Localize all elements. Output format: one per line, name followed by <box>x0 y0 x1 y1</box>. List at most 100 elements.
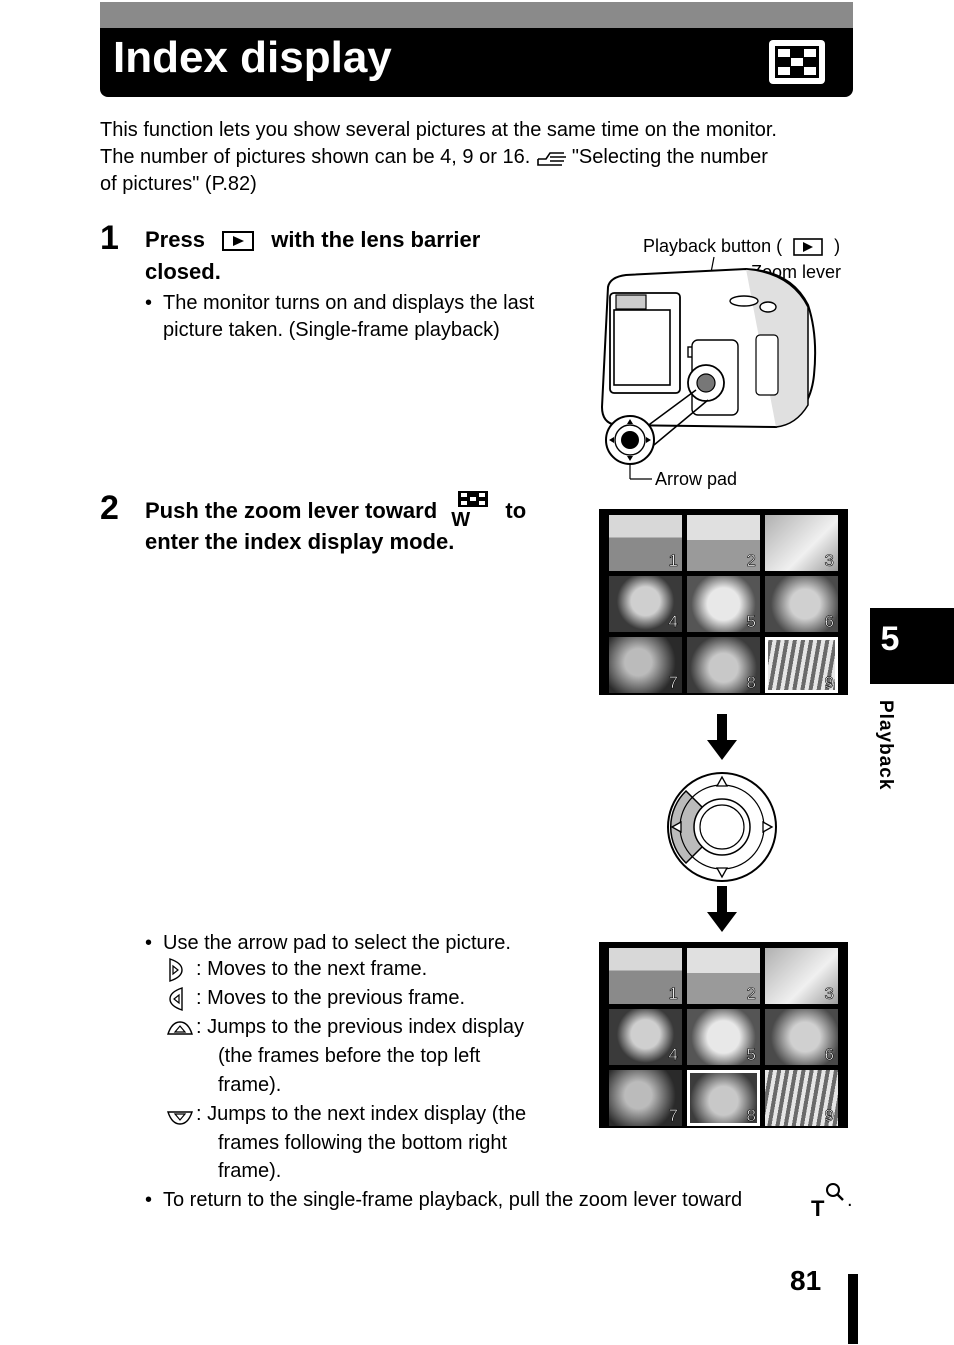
thumbnail-number: 1 <box>668 551 678 571</box>
arrow-pad-label: Arrow pad <box>655 469 738 489</box>
down-arrow-icon-2 <box>707 886 737 932</box>
page-number: 81 <box>790 1265 822 1296</box>
up-arrow-key-icon <box>167 1021 193 1035</box>
chapter-number: 5 <box>880 620 900 658</box>
down-arrow-icon <box>707 714 737 760</box>
step-2-instruction: Push the zoom lever toward W to <box>145 491 527 531</box>
magnifier-icon <box>826 1183 844 1201</box>
intro-line-1: This function lets you show several pict… <box>100 119 777 141</box>
thumbnail-number: 2 <box>746 984 756 1004</box>
w-label: W <box>451 509 471 531</box>
t-label: T <box>811 1196 825 1221</box>
intro-line-3: of pictures" (P.82) <box>100 173 257 195</box>
down-key-desc-3: frame). <box>218 1160 282 1182</box>
thumbnail-number: 9 <box>824 1106 834 1126</box>
down-key-desc-2: frames following the bottom right <box>218 1132 508 1154</box>
index-thumbnail: 5 <box>687 576 760 632</box>
playback-icon <box>222 231 255 252</box>
thumbnail-number: 3 <box>824 551 834 571</box>
thumbnail-number: 4 <box>668 1045 678 1065</box>
chapter-label: Playback <box>875 700 896 791</box>
zoom-t-symbol: T <box>811 1182 847 1222</box>
intro-line-2b: "Selecting the number <box>571 146 768 168</box>
index-thumbnail: 7 <box>609 637 682 693</box>
step-2-text-b: to <box>505 498 527 523</box>
index-thumbnail: 5 <box>687 1009 760 1065</box>
thumbnail-number: 8 <box>746 673 756 693</box>
reference-hand-icon <box>537 152 566 166</box>
step-1-text-a: Press <box>145 227 205 252</box>
playback-small-icon <box>793 238 823 257</box>
chapter-tab <box>870 608 954 684</box>
index-thumbnail: 9 <box>765 637 838 693</box>
index-thumbnail: 2 <box>687 948 760 1004</box>
index-thumbnail: 3 <box>765 515 838 571</box>
down-key-desc: : Jumps to the next index display (the <box>196 1103 527 1125</box>
step-1-bullet-marker: • <box>145 292 153 314</box>
index-thumbnail: 1 <box>609 515 682 571</box>
up-key-desc-2: (the frames before the top left <box>218 1045 481 1067</box>
thumbnail-number: 8 <box>746 1106 756 1126</box>
index-thumbnail: 1 <box>609 948 682 1004</box>
step-2-number: 2 <box>100 489 119 527</box>
thumbnail-number: 6 <box>824 1045 834 1065</box>
zoom-w-symbol: W <box>451 491 491 531</box>
index-thumbnail: 8 <box>687 1070 760 1126</box>
left-key-desc: : Moves to the previous frame. <box>196 987 466 1009</box>
index-thumbnail: 4 <box>609 576 682 632</box>
index-display-icon <box>769 40 825 84</box>
thumbnail-number: 2 <box>746 551 756 571</box>
bullet-marker-1: • <box>145 932 153 954</box>
step-1-bullet-cont: picture taken. (Single-frame playback) <box>163 319 500 341</box>
return-instruction: To return to the single-frame playback, … <box>163 1189 743 1211</box>
intro-line-2: The number of pictures shown can be 4, 9… <box>100 144 860 171</box>
thumbnail-number: 7 <box>668 673 678 693</box>
arrow-pad-diagram <box>667 772 777 882</box>
thumbnail-number: 5 <box>746 612 756 632</box>
bullet-marker-2: • <box>145 1189 153 1211</box>
step-1-bullet: The monitor turns on and displays the la… <box>163 292 535 314</box>
return-period: . <box>847 1189 853 1211</box>
step-2-text-c: enter the index display mode. <box>145 529 455 554</box>
intro-paragraph: This function lets you show several pict… <box>100 117 860 198</box>
right-key-desc: : Moves to the next frame. <box>196 958 428 980</box>
playback-button-callout: Playback button ( ) <box>643 235 840 257</box>
thumbnail-number: 5 <box>746 1045 756 1065</box>
up-key-desc: : Jumps to the previous index display <box>196 1016 524 1038</box>
step-1-instruction: Press with the lens barrier <box>145 224 480 256</box>
playback-button-label-end: ) <box>834 236 841 256</box>
thumbnail-number: 6 <box>824 612 834 632</box>
thumbnail-number: 7 <box>668 1106 678 1126</box>
step-1-text-c: closed. <box>145 259 221 284</box>
playback-button-label: Playback button ( <box>643 236 783 256</box>
index-thumbnail: 4 <box>609 1009 682 1065</box>
thumbnail-number: 3 <box>824 984 834 1004</box>
arrow-pad-intro: Use the arrow pad to select the picture. <box>163 932 511 954</box>
header-bar <box>100 28 853 97</box>
header-strip <box>100 2 853 32</box>
intro-line-2a: The number of pictures shown can be 4, 9… <box>100 146 531 168</box>
index-thumbnail: 3 <box>765 948 838 1004</box>
step-2-text-a: Push the zoom lever toward <box>145 498 438 523</box>
index-thumbnail: 6 <box>765 1009 838 1065</box>
index-grid-after: 1 2 3 4 5 6 7 8 9 <box>599 942 848 1128</box>
index-thumbnail: 9 <box>765 1070 838 1126</box>
up-key-desc-3: frame). <box>218 1074 282 1096</box>
index-thumbnail: 6 <box>765 576 838 632</box>
step-1-number: 1 <box>100 219 119 257</box>
camera-illustration <box>600 256 817 480</box>
index-grid-before: 1 2 3 4 5 6 7 8 9 <box>599 509 848 695</box>
step-1-text-b: with the lens barrier <box>271 227 481 252</box>
down-arrow-key-icon <box>167 1111 193 1125</box>
thumbnail-number: 4 <box>668 612 678 632</box>
thumbnail-number: 1 <box>668 984 678 1004</box>
thumbnail-number: 9 <box>824 673 834 693</box>
index-thumbnail: 8 <box>687 637 760 693</box>
right-arrow-key-icon <box>169 958 183 982</box>
index-thumbnail: 2 <box>687 515 760 571</box>
page-title: Index display <box>113 33 392 82</box>
index-thumbnail: 7 <box>609 1070 682 1126</box>
index-grid-icon <box>458 491 489 507</box>
page-edge-bar <box>848 1274 858 1344</box>
left-arrow-key-icon <box>169 987 183 1011</box>
